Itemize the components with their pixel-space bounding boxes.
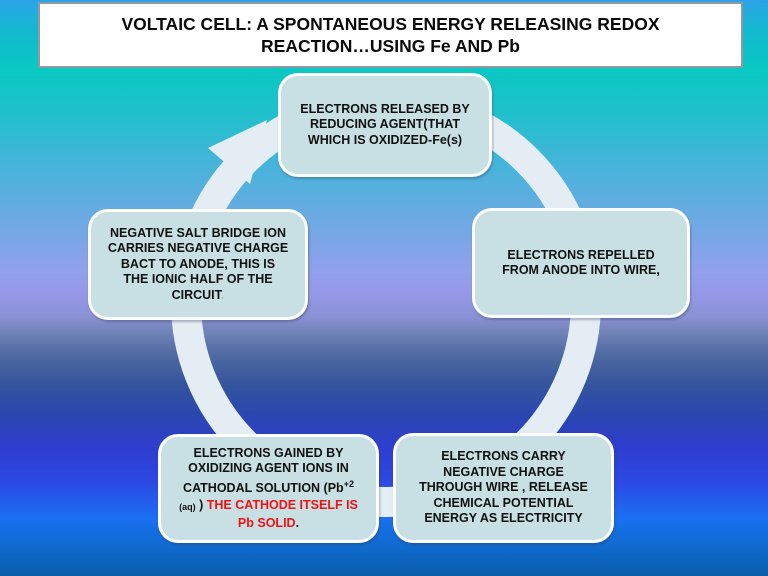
cycle-node-salt-bridge: NEGATIVE SALT BRIDGE ION CARRIES NEGATIV… — [88, 209, 308, 320]
cycle-node-electrons-gained: ELECTRONS GAINED BY OXIDIZING AGENT IONS… — [158, 434, 379, 543]
bottom-left-main-text: ELECTRONS GAINED BY OXIDIZING AGENT IONS… — [183, 445, 349, 495]
cycle-node-electrons-released: ELECTRONS RELEASED BY REDUCING AGENT(THA… — [278, 73, 492, 177]
aq-subscript: (aq) — [179, 502, 196, 513]
cycle-node-electrons-repelled: ELECTRONS REPELLED FROM ANODE INTO WIRE, — [472, 208, 690, 318]
salt-bridge-main-text: NEGATIVE SALT BRIDGE ION CARRIES NEGATIV… — [107, 225, 289, 302]
cathode-period: . — [295, 515, 300, 530]
circuit-period: . — [220, 287, 225, 302]
pb-charge-superscript: +2 — [343, 478, 354, 489]
cathode-red-text: THE CATHODE ITSELF IS Pb SOLID — [206, 498, 358, 530]
slide-title: VOLTAIC CELL: A SPONTANEOUS ENERGY RELEA… — [121, 14, 660, 56]
cycle-node-right-text: ELECTRONS REPELLED FROM ANODE INTO WIRE, — [502, 247, 660, 278]
cycle-node-left-text: NEGATIVE SALT BRIDGE ION CARRIES NEGATIV… — [108, 226, 288, 304]
cycle-node-bottom-left-text: ELECTRONS GAINED BY OXIDIZING AGENT IONS… — [179, 446, 358, 532]
closing-paren: ) — [195, 498, 207, 513]
cycle-node-electrons-carry-charge: ELECTRONS CARRY NEGATIVE CHARGE THROUGH … — [393, 433, 614, 543]
cycle-node-bottom-right-text: ELECTRONS CARRY NEGATIVE CHARGE THROUGH … — [419, 449, 588, 526]
cycle-node-top-text: ELECTRONS RELEASED BY REDUCING AGENT(THA… — [300, 101, 470, 147]
cycle-arrowhead — [208, 120, 267, 184]
title-box: VOLTAIC CELL: A SPONTANEOUS ENERGY RELEA… — [38, 2, 743, 68]
